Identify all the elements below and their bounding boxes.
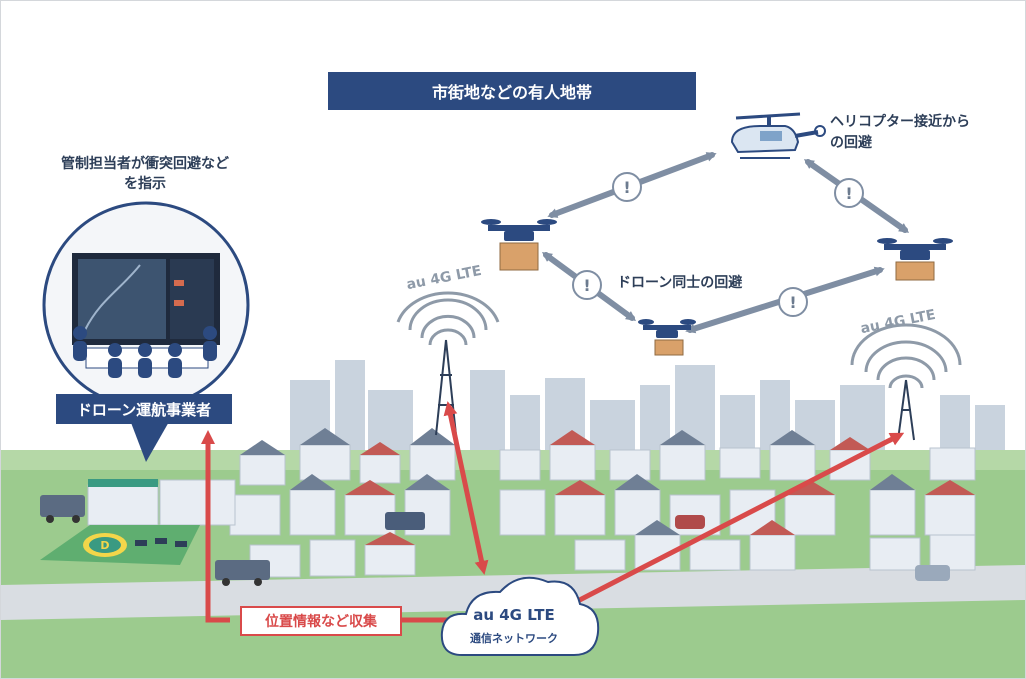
drone-icon <box>638 319 696 356</box>
data-collection-label: 位置情報など収集 <box>240 606 402 636</box>
warning-icon: ! <box>572 270 602 300</box>
svg-text:D: D <box>100 539 109 552</box>
data-arrows <box>201 401 905 623</box>
helicopter-avoidance-text: ヘリコプター接近からの回避 <box>830 114 970 151</box>
drone-avoidance-text: ドローン同士の回避 <box>617 275 743 291</box>
antenna-tower-icon <box>396 291 500 346</box>
operator-label: ドローン運航事業者 <box>56 394 232 424</box>
network-subtitle: 通信ネットワーク <box>470 632 558 645</box>
callout-tail <box>130 420 170 462</box>
vehicles <box>40 495 950 586</box>
operator-center <box>42 201 250 462</box>
antenna-tower-icon <box>897 379 915 441</box>
helicopter-icon <box>730 112 826 159</box>
drone-icon <box>877 238 953 281</box>
antenna-tower-icon <box>850 323 962 389</box>
warning-icon: ! <box>612 172 642 202</box>
drone-port: D <box>40 479 236 565</box>
controller-instruction-text: 管制担当者が衝突回避などを指示 <box>61 156 229 192</box>
area-title: 市街地などの有人地帯 <box>328 72 696 110</box>
network-title: au 4G LTE <box>473 606 555 624</box>
warning-icon: ! <box>778 287 808 317</box>
drone-icon <box>481 219 557 271</box>
cloud-icon <box>440 576 600 656</box>
warning-icon: ! <box>834 178 864 208</box>
